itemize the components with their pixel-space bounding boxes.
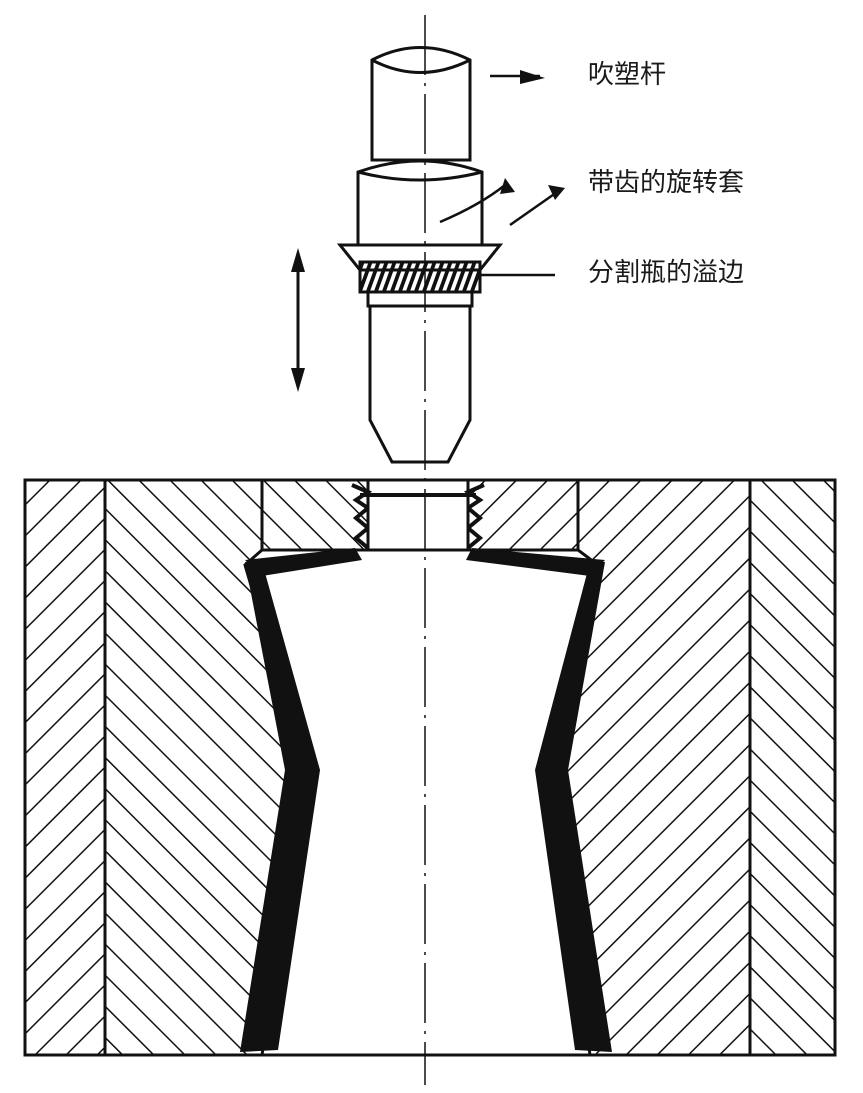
- bottle-shoulder-right: [466, 548, 605, 576]
- blow-rod-lower: [368, 304, 472, 464]
- lower-collar: [366, 290, 474, 308]
- leader-arrow-sleeve: [500, 178, 515, 194]
- rotating-sleeve-body: [356, 159, 484, 247]
- motion-double-arrow: [291, 248, 305, 392]
- arrow-up-icon: [291, 248, 305, 272]
- neck-finish: [366, 493, 470, 552]
- bottle-wall-left: [240, 562, 320, 1052]
- label-flash: 分割瓶的溢边: [588, 258, 745, 288]
- mold-block: [23, 478, 837, 1057]
- mold-right-outer: [748, 478, 837, 1057]
- neck-insert-right: [466, 478, 580, 552]
- rotating-sleeve-wave: [357, 170, 483, 182]
- bottle-shoulder-left: [245, 548, 362, 576]
- leader-arrow-blow-rod: [520, 70, 545, 84]
- leader-arrow-sleeve-2: [548, 185, 565, 200]
- teeth-band: [358, 260, 482, 294]
- bottle-cavity-fill: [262, 550, 590, 1048]
- mold-left-outer: [23, 478, 107, 1057]
- bottle-wall-right: [535, 562, 612, 1052]
- blow-rod-top-ellipse: [371, 58, 471, 74]
- leader-lines: [439, 70, 565, 277]
- label-rotating-sleeve: 带齿的旋转套: [588, 168, 745, 198]
- neck-insert-left: [260, 478, 370, 552]
- bottle-cavity: [240, 483, 612, 1052]
- blow-rod-upper: [370, 46, 472, 162]
- arrow-down-icon: [291, 368, 305, 392]
- blow-rod-assembly: [336, 46, 504, 464]
- label-blow-rod: 吹塑杆: [588, 60, 667, 90]
